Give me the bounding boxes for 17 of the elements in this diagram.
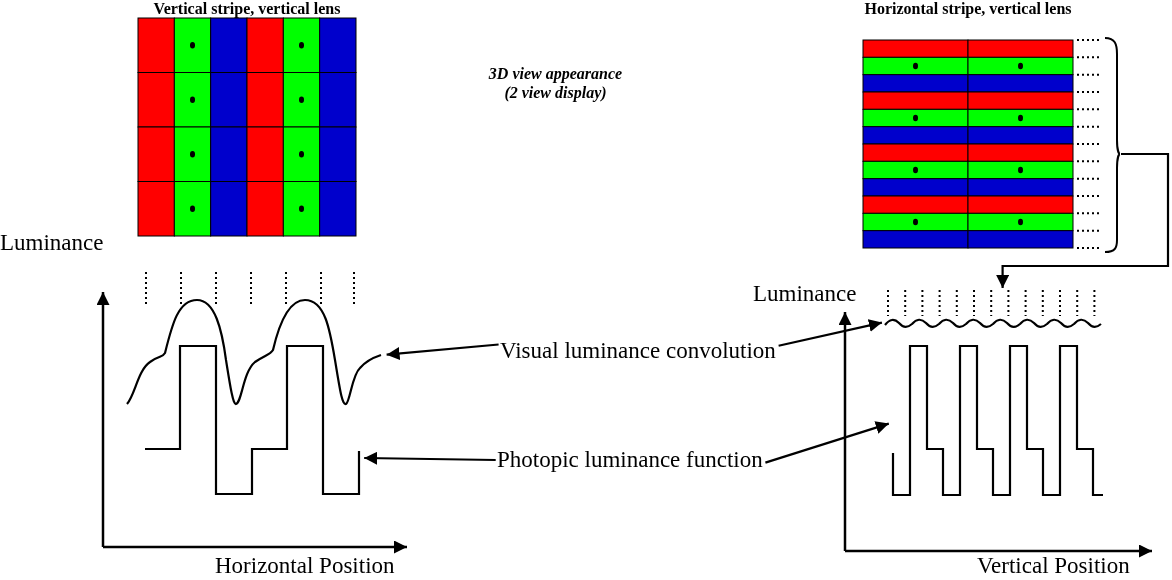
square-wave (143, 344, 362, 496)
callout-text: Photopic luminance function (497, 447, 763, 473)
axis-label: Vertical Position (977, 553, 1130, 579)
grid-title: Horizontal stripe, vertical lens (863, 0, 1073, 19)
grid-title: Vertical stripe, vertical lens (152, 0, 342, 19)
sampling-lines-drawing (886, 288, 1098, 317)
luminance-curve (124, 297, 384, 408)
leader-arrow (778, 319, 883, 347)
arrow (996, 152, 1170, 288)
leader-arrow (386, 343, 499, 360)
callout-text: Visual luminance convolution (500, 338, 776, 364)
axis-label: Luminance (753, 281, 857, 307)
leader-arrow (364, 451, 496, 465)
axis-label: Luminance (0, 230, 104, 256)
caption-text: 3D view appearance (2 view display) (487, 64, 624, 102)
leader-arrow (765, 421, 890, 464)
axis-label: Horizontal Position (215, 553, 395, 579)
